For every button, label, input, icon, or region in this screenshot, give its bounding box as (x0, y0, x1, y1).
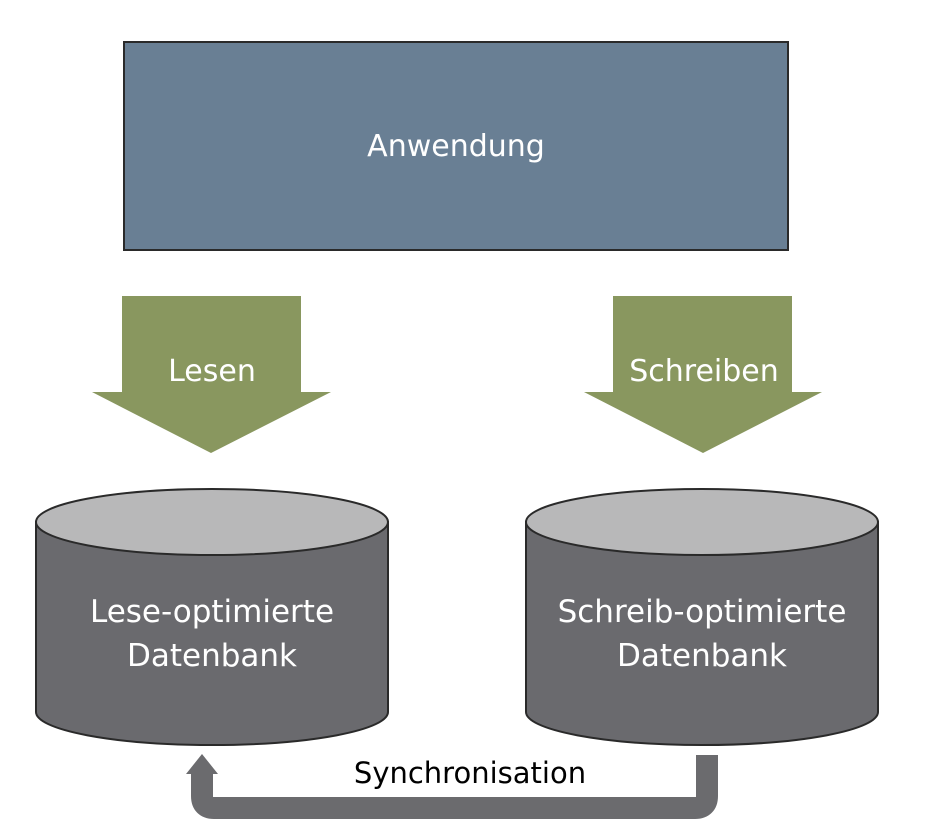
application-box (123, 41, 789, 251)
write-database-label: Schreib-optimierte Datenbank (522, 590, 882, 678)
read-database-cylinder (35, 488, 389, 746)
write-arrow-label: Schreiben (629, 354, 779, 389)
write-arrow (584, 296, 822, 453)
write-database-cylinder (525, 488, 879, 746)
sync-label: Synchronisation (353, 756, 587, 790)
read-database-label: Lese-optimierte Datenbank (32, 590, 392, 678)
sync-arrow (186, 754, 718, 819)
write-database-label-line1: Schreib-optimierte (557, 594, 847, 630)
application-label: Anwendung (367, 128, 545, 164)
read-database-label-line2: Datenbank (126, 638, 297, 674)
read-database-label-line1: Lese-optimierte (89, 594, 335, 630)
read-arrow-label: Lesen (168, 354, 256, 389)
read-arrow (92, 296, 331, 453)
write-database-label-line2: Datenbank (616, 638, 787, 674)
